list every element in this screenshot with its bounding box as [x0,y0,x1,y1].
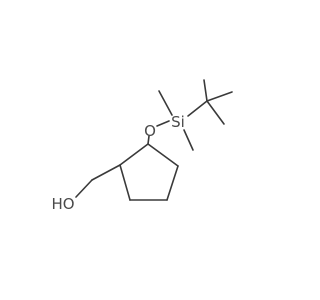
bond-ring-o [147,135,150,145]
silicon-label: Si [171,113,185,131]
silicon-substituents [158,90,208,151]
bond-si-methyl-left [158,90,173,116]
hydroxymethyl-group [75,164,121,198]
molecule-structure: O Si HO [51,79,233,213]
tert-butyl-group [203,79,233,125]
bond-si-tert-butyl [187,100,208,117]
bond-tbu-methyl-right [206,91,233,102]
hydroxyl-label: HO [51,195,74,213]
bond-ch2-oh [75,179,93,198]
ring-bond-c4-c5 [119,164,131,201]
bond-ring-ch2 [91,164,121,181]
bond-tbu-methyl-up [203,79,208,102]
bond-o-si [156,120,170,127]
cyclopentane-ring [119,143,179,201]
bond-si-methyl-right [183,129,194,151]
ring-bond-c2-c3 [166,165,179,201]
bond-tbu-methyl-down [206,100,225,125]
oxygen-label: O [144,122,156,140]
ring-bond-c1-c2 [147,143,179,167]
silyl-ether-linkage [147,120,170,145]
ring-bond-c5-c1 [119,143,149,166]
